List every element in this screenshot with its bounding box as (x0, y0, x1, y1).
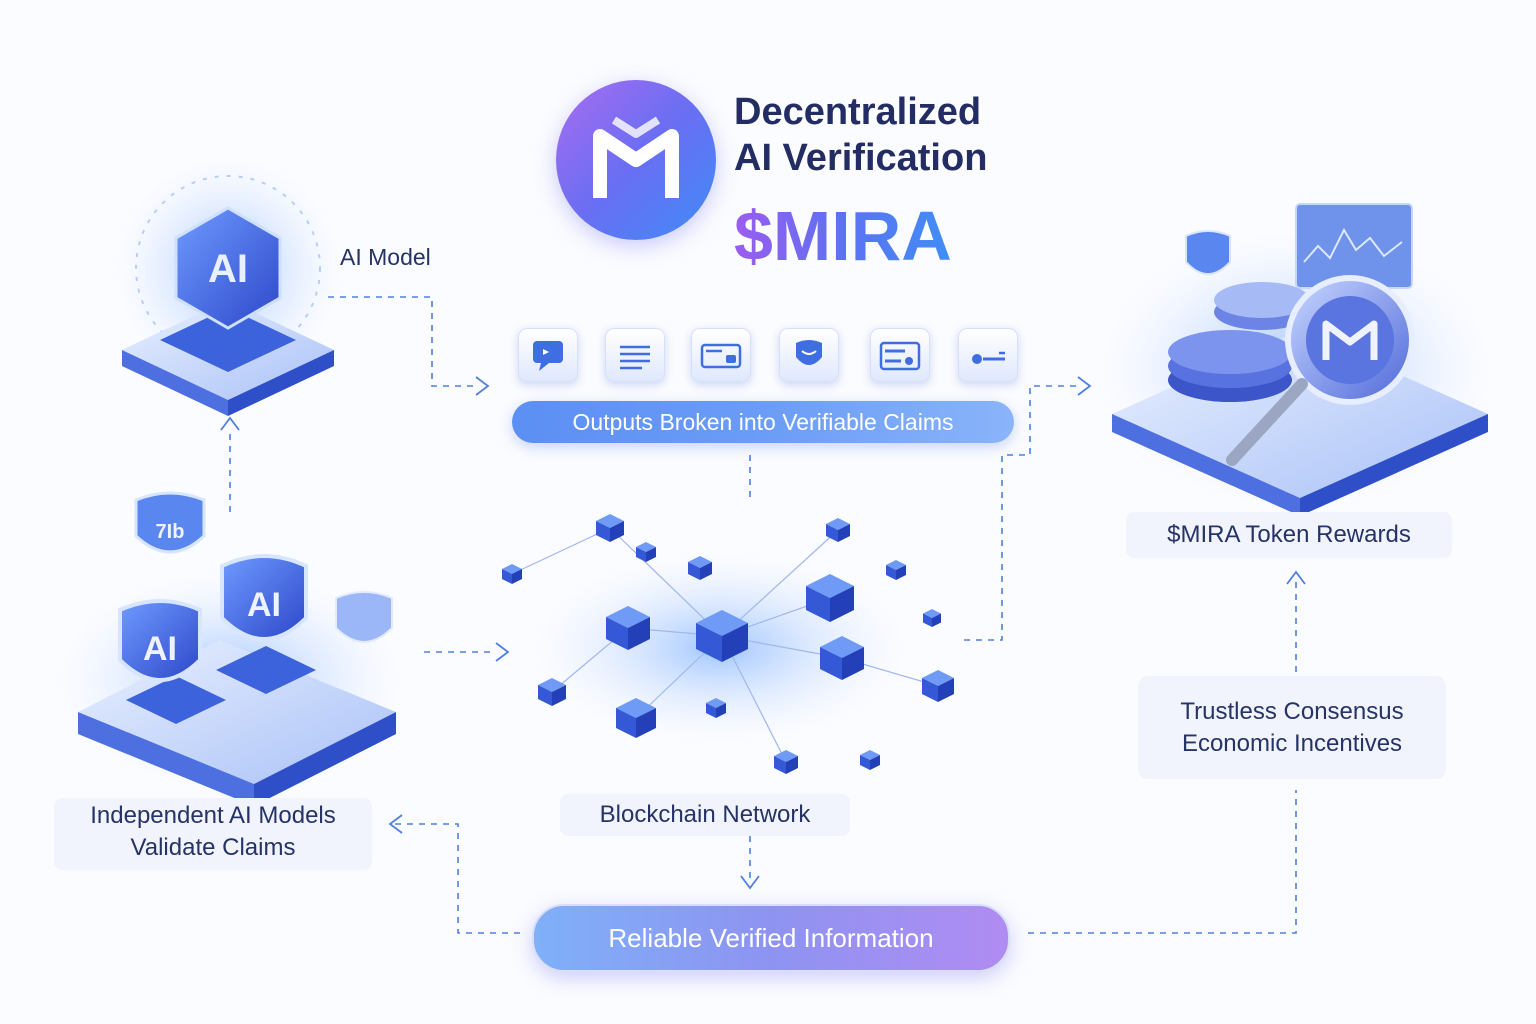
block-cube (820, 636, 864, 680)
token-rewards-label: $MIRA Token Rewards (1126, 512, 1452, 558)
token-rewards-illustration (1096, 203, 1496, 516)
reliable-info-label: Reliable Verified Information (608, 922, 934, 953)
shield-ai-text-right: AI (247, 586, 281, 624)
block-cube (538, 678, 566, 706)
block-cube (688, 556, 712, 580)
block-cube (922, 670, 954, 702)
token-ticker: $MIRA (734, 197, 952, 275)
shield-ai-text-left: AI (143, 630, 177, 668)
independent-line-1: Independent AI Models (90, 802, 336, 829)
block-cube (696, 610, 748, 662)
ai-chip-text: AI (208, 247, 248, 291)
title-line-1: Decentralized (734, 91, 982, 133)
small-shield-text: 7Ib (156, 521, 185, 543)
card-icon (691, 328, 751, 382)
consensus-card: Trustless Consensus Economic Incentives (1138, 676, 1446, 779)
shield-icon (779, 328, 839, 382)
toggle-panel-icon (870, 328, 930, 382)
ai-model-illustration: AI (113, 155, 343, 416)
block-cube (923, 609, 941, 627)
key-icon (958, 328, 1018, 382)
chat-icon (518, 328, 578, 382)
title-line-2: AI Verification (734, 137, 988, 179)
block-cube (636, 542, 656, 562)
block-cube (706, 698, 726, 718)
mira-logo (556, 80, 716, 240)
dashed-connectors (229, 296, 1297, 934)
independent-models-illustration: AI AI 7Ib (55, 491, 405, 806)
blockchain-network-illustration (502, 514, 954, 774)
consensus-line-1: Trustless Consensus (1180, 697, 1404, 725)
reliable-info-pill: Reliable Verified Information (532, 904, 1010, 972)
ai-model-label: AI Model (340, 244, 431, 270)
block-cube (886, 560, 906, 580)
arrowheads (220, 376, 1306, 890)
claims-pill: Outputs Broken into Verifiable Claims (512, 401, 1014, 443)
block-cube (596, 514, 624, 542)
block-cube (774, 750, 798, 774)
block-cube (860, 750, 880, 770)
blockchain-label: Blockchain Network (560, 794, 850, 836)
block-cube (806, 574, 854, 622)
block-cube (502, 564, 522, 584)
block-cube (826, 518, 850, 542)
document-lines-icon (605, 328, 665, 382)
block-cube (606, 606, 650, 650)
consensus-line-2: Economic Incentives (1181, 729, 1403, 757)
claims-label: Outputs Broken into Verifiable Claims (572, 408, 954, 435)
block-cube (616, 698, 656, 738)
independent-models-card: Independent AI Models Validate Claims (54, 798, 372, 870)
mira-logo-icon (593, 116, 679, 198)
independent-line-2: Validate Claims (130, 834, 296, 861)
